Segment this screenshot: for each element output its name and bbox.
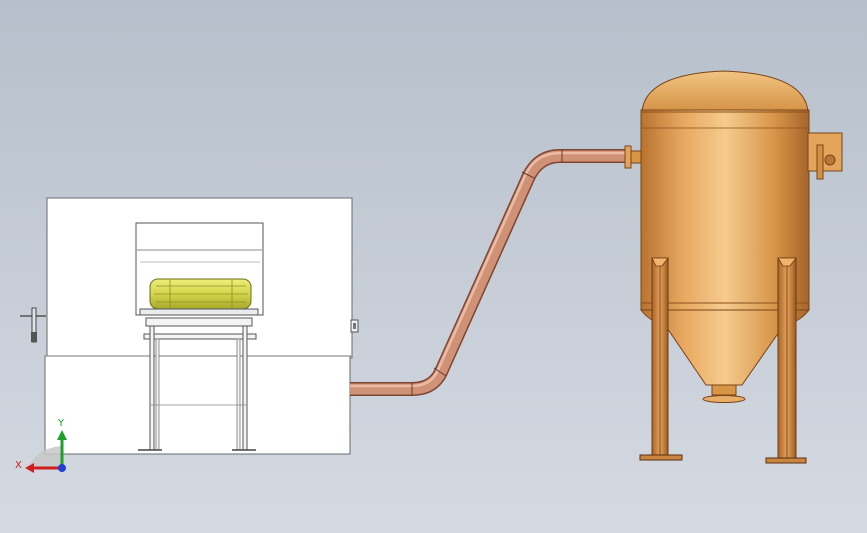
copper-vessel[interactable] — [639, 70, 843, 464]
pipe-body — [350, 150, 628, 395]
stand-leg-left-inner — [155, 338, 160, 451]
z-axis-dot — [58, 464, 66, 472]
pipe-joint — [521, 171, 535, 179]
inlet-flange — [624, 145, 632, 169]
side-outlet-flange — [816, 144, 824, 180]
triad-base — [28, 446, 62, 470]
connecting-pipe[interactable] — [350, 145, 644, 396]
pipe-highlight — [350, 151, 628, 388]
side-outlet-box — [807, 132, 843, 172]
pipe-joint — [433, 367, 447, 377]
stand-leg-left — [149, 325, 155, 451]
platform-top — [139, 308, 259, 316]
y-axis-label: Y — [57, 418, 65, 429]
side-outlet-port — [824, 154, 836, 166]
vessel-dome — [641, 70, 809, 113]
platform-beam — [143, 333, 257, 340]
coordinate-triad: Y X — [15, 418, 67, 473]
bottom-outlet — [711, 384, 737, 396]
left-handle[interactable] — [20, 307, 46, 343]
x-axis-arrowhead — [25, 463, 34, 473]
bottom-flange — [702, 395, 746, 403]
vessel-leg-right — [765, 257, 807, 464]
platform-plate — [145, 317, 253, 327]
x-axis-label: X — [15, 460, 22, 471]
stand-leg-right-inner — [236, 338, 241, 451]
enclosure-assembly[interactable] — [20, 197, 359, 455]
right-port[interactable] — [350, 319, 359, 333]
stand-leg-right — [242, 325, 248, 451]
y-axis-arrowhead — [57, 430, 67, 440]
vessel-leg-left — [639, 257, 683, 461]
vessel-cone — [639, 309, 811, 386]
